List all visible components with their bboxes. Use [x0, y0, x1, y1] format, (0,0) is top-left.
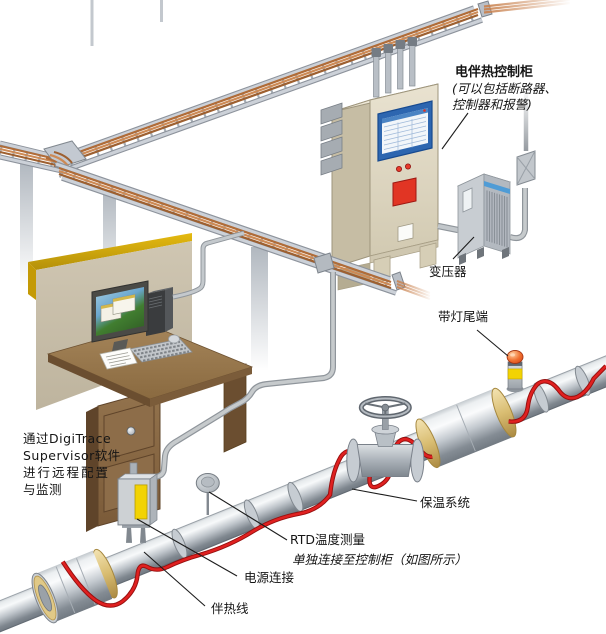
label-rtd: RTD温度测量: [290, 532, 365, 547]
transformer-left-face: [457, 173, 485, 259]
label-lighted-end: 带灯尾端: [438, 309, 488, 324]
control-cabinet: [320, 83, 439, 291]
warning-label: [134, 484, 148, 520]
screen-table-grid: [383, 116, 427, 151]
label-control-cabinet-title: 电伴热控制柜: [455, 64, 533, 80]
copper-cables: [53, 7, 479, 169]
pipe-assembly: [0, 346, 606, 634]
transformer-foot: [502, 247, 509, 259]
insulation-end-ring: [491, 387, 517, 438]
support-column: [20, 162, 33, 287]
transformer-display: [462, 187, 473, 213]
valve-body: [356, 444, 414, 478]
gate-valve: [346, 396, 425, 483]
conduit-cap: [383, 44, 393, 53]
alarm-button: [392, 177, 417, 207]
conduit-cap: [371, 48, 381, 57]
transformer-unit: [437, 90, 536, 265]
label-control-cabinet-note2: 控制器和报警): [452, 97, 532, 112]
label-insulation: 保温系统: [420, 495, 470, 510]
rtd-sensor: [195, 473, 220, 516]
copper-cables-fading: [483, 0, 571, 14]
hanger-rod: [160, 0, 163, 22]
tower-pc: [146, 287, 173, 336]
desk-edge: [150, 367, 252, 407]
drawer-knob: [126, 426, 136, 436]
label-rtd-note: 单独连接至控制柜（如图所示）: [292, 552, 467, 567]
transformer-foot: [477, 247, 484, 259]
label-power-connection: 电源连接: [244, 570, 295, 585]
hanger-rod: [90, 0, 94, 46]
label-heating-cable: 伴热线: [211, 601, 249, 616]
leader-insulation: [351, 488, 418, 502]
screen-close-dot: [423, 109, 426, 112]
indicator-dome: [506, 350, 524, 364]
indicator-light: [404, 163, 411, 170]
conduit-cap: [407, 37, 417, 46]
label-transformer: 变压器: [429, 264, 467, 279]
transformer-stripe: [484, 181, 510, 194]
cable-tray-stub: [0, 140, 63, 174]
leader-heating-cable: [143, 551, 206, 607]
cabinet-side-junction-boxes: [320, 102, 343, 176]
cable-tray-lower: [55, 161, 431, 300]
leader-rtd: [208, 491, 288, 541]
copper-cables: [58, 166, 392, 290]
document-paper: [99, 347, 138, 370]
wall-left-edge: [28, 262, 36, 300]
pipe-cut-face: [38, 584, 52, 612]
end-seal-band: [507, 368, 523, 380]
wall-top-edge: [28, 233, 192, 270]
label-software-line3: 进行远程配置: [23, 465, 110, 480]
label-software-line2: Supervisor软件: [23, 448, 121, 463]
transformer-vent-slats: [486, 190, 508, 248]
cabinet-nameplate: [397, 222, 414, 243]
leader-control-cabinet: [441, 112, 469, 150]
mouse: [168, 334, 180, 344]
copper-cables-fading: [396, 280, 431, 300]
conduit-cabinet-to-transformer: [437, 222, 459, 234]
leader-lighted-end: [476, 329, 509, 357]
support-column: [251, 247, 268, 371]
supervisor-workstation: [28, 230, 254, 532]
label-software-line1: 通过DigiTrace: [23, 431, 111, 446]
pedestal-side: [86, 406, 98, 532]
tray-adapter-box: [313, 252, 335, 274]
leader-power-connection: [136, 518, 238, 577]
cabinet-conduit-drops: [371, 37, 417, 98]
label-software-line4: 与监测: [23, 482, 62, 497]
insulation-section-left: [31, 548, 118, 624]
desk-edge: [48, 354, 150, 407]
conduit-riser: [509, 90, 529, 242]
conduit-cap: [395, 40, 405, 49]
leader-lines: [136, 112, 509, 607]
hmi-screen: [377, 100, 433, 162]
lighted-end-termination: [506, 350, 524, 393]
riser-junction-box: [516, 150, 536, 186]
indicator-light: [395, 165, 402, 172]
label-control-cabinet-note1: (可以包括断路器、: [452, 81, 557, 96]
insulation-section-right: [415, 387, 517, 469]
labels: 电伴热控制柜 (可以包括断路器、 控制器和报警) 变压器 带灯尾端 通过Digi…: [23, 64, 557, 616]
transformer-foot: [459, 253, 466, 265]
power-connection-box: [116, 462, 159, 543]
leader-transformer: [452, 236, 475, 260]
keyboard: [129, 338, 193, 363]
power-feed-conduit: [137, 272, 336, 481]
pc-comm-cable: [172, 230, 245, 300]
